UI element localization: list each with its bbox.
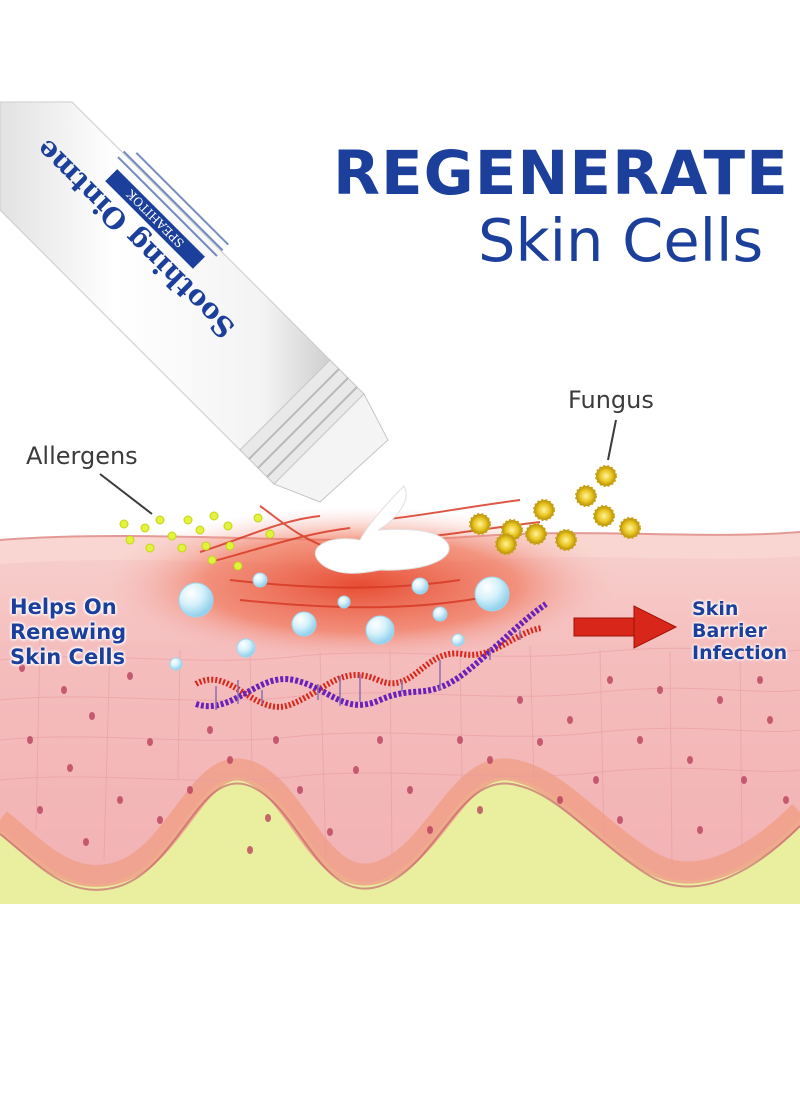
allergens-label: Allergens (26, 442, 138, 470)
basal-band (0, 758, 800, 887)
product-info-line-3 (135, 152, 229, 246)
headline-line-1: REGENERATE (333, 138, 789, 209)
renew-callout: Helps On Renewing Skin Cells (10, 595, 126, 670)
allergen-particles (119, 511, 275, 571)
renew-callout-line: Renewing (10, 620, 127, 644)
allergens-pointer (99, 473, 153, 515)
dna-strand-purple (195, 601, 548, 709)
basal-band-outline (0, 782, 800, 891)
barrier-callout-line: Barrier (692, 620, 767, 642)
headline-line-2: Skin Cells (478, 206, 764, 275)
cell-nuclei (19, 664, 789, 854)
renew-callout-line: Helps On (10, 595, 117, 619)
product-info-line-1 (117, 156, 218, 257)
ointment-dollop (315, 485, 450, 574)
right-arrow-icon (573, 605, 678, 649)
dna-strand-red (194, 625, 543, 710)
renew-callout-line: Skin Cells (10, 645, 126, 669)
fungus-spores (469, 465, 641, 555)
cell-grid (0, 639, 800, 871)
barrier-callout-line: Infection (692, 642, 788, 664)
barrier-callout-line: Skin (692, 598, 739, 620)
tube-tip (273, 393, 389, 503)
dna-rungs (215, 630, 521, 710)
renewal-bubbles (169, 572, 510, 671)
fungus-pointer (607, 419, 617, 461)
fungus-label: Fungus (568, 386, 654, 414)
product-badge-box (105, 169, 205, 269)
product-info-line-2 (122, 150, 224, 252)
barrier-callout: Skin Barrier Infection (692, 598, 787, 664)
tube-neck-threads (248, 368, 358, 478)
dna-helix-icon (194, 601, 548, 710)
ointment-tube: Soothing Ointme SPEAHITOK (0, 101, 389, 503)
